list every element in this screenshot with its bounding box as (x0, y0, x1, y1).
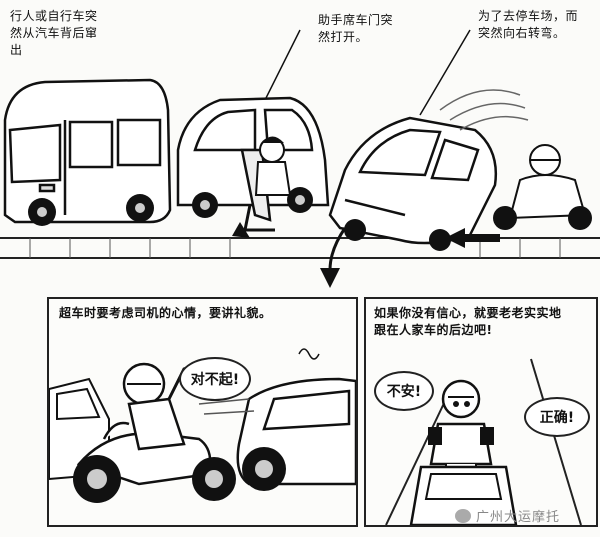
panel-overtaking: 超车时要考虑司机的心情，要讲礼貌。 对不起! (47, 297, 358, 527)
overtaking-illustration (49, 348, 356, 503)
caption-overtaking-courtesy: 超车时要考虑司机的心情，要讲礼貌。 (59, 306, 272, 320)
caption-door-opening: 助手席车门突 然打开。 (318, 13, 394, 44)
top-scene-illustration (0, 29, 600, 288)
panel-follow-behind: 如果你没有信心，就要老老实实地 跟在人家车的后边吧! 不安! 正确! (364, 297, 598, 527)
speech-bubble-correct: 正确! (524, 397, 590, 437)
watermark: 广州大运摩托 (455, 506, 560, 525)
caption-pedestrian-warning: 行人或自行车突 然从汽车背后窜 出 (10, 9, 98, 57)
caption-right-turn: 为了去停车场，而 突然向右转弯。 (478, 9, 579, 40)
watermark-text: 广州大运摩托 (476, 510, 561, 525)
follow-behind-illustration (385, 358, 582, 525)
wechat-icon (455, 508, 471, 523)
caption-follow-behind: 如果你没有信心，就要老老实实地 跟在人家车的后边吧! (374, 306, 562, 337)
van-drawing (3, 78, 172, 224)
speech-bubble-sorry: 对不起! (179, 357, 251, 401)
speech-bubble-anxious: 不安! (374, 371, 434, 411)
